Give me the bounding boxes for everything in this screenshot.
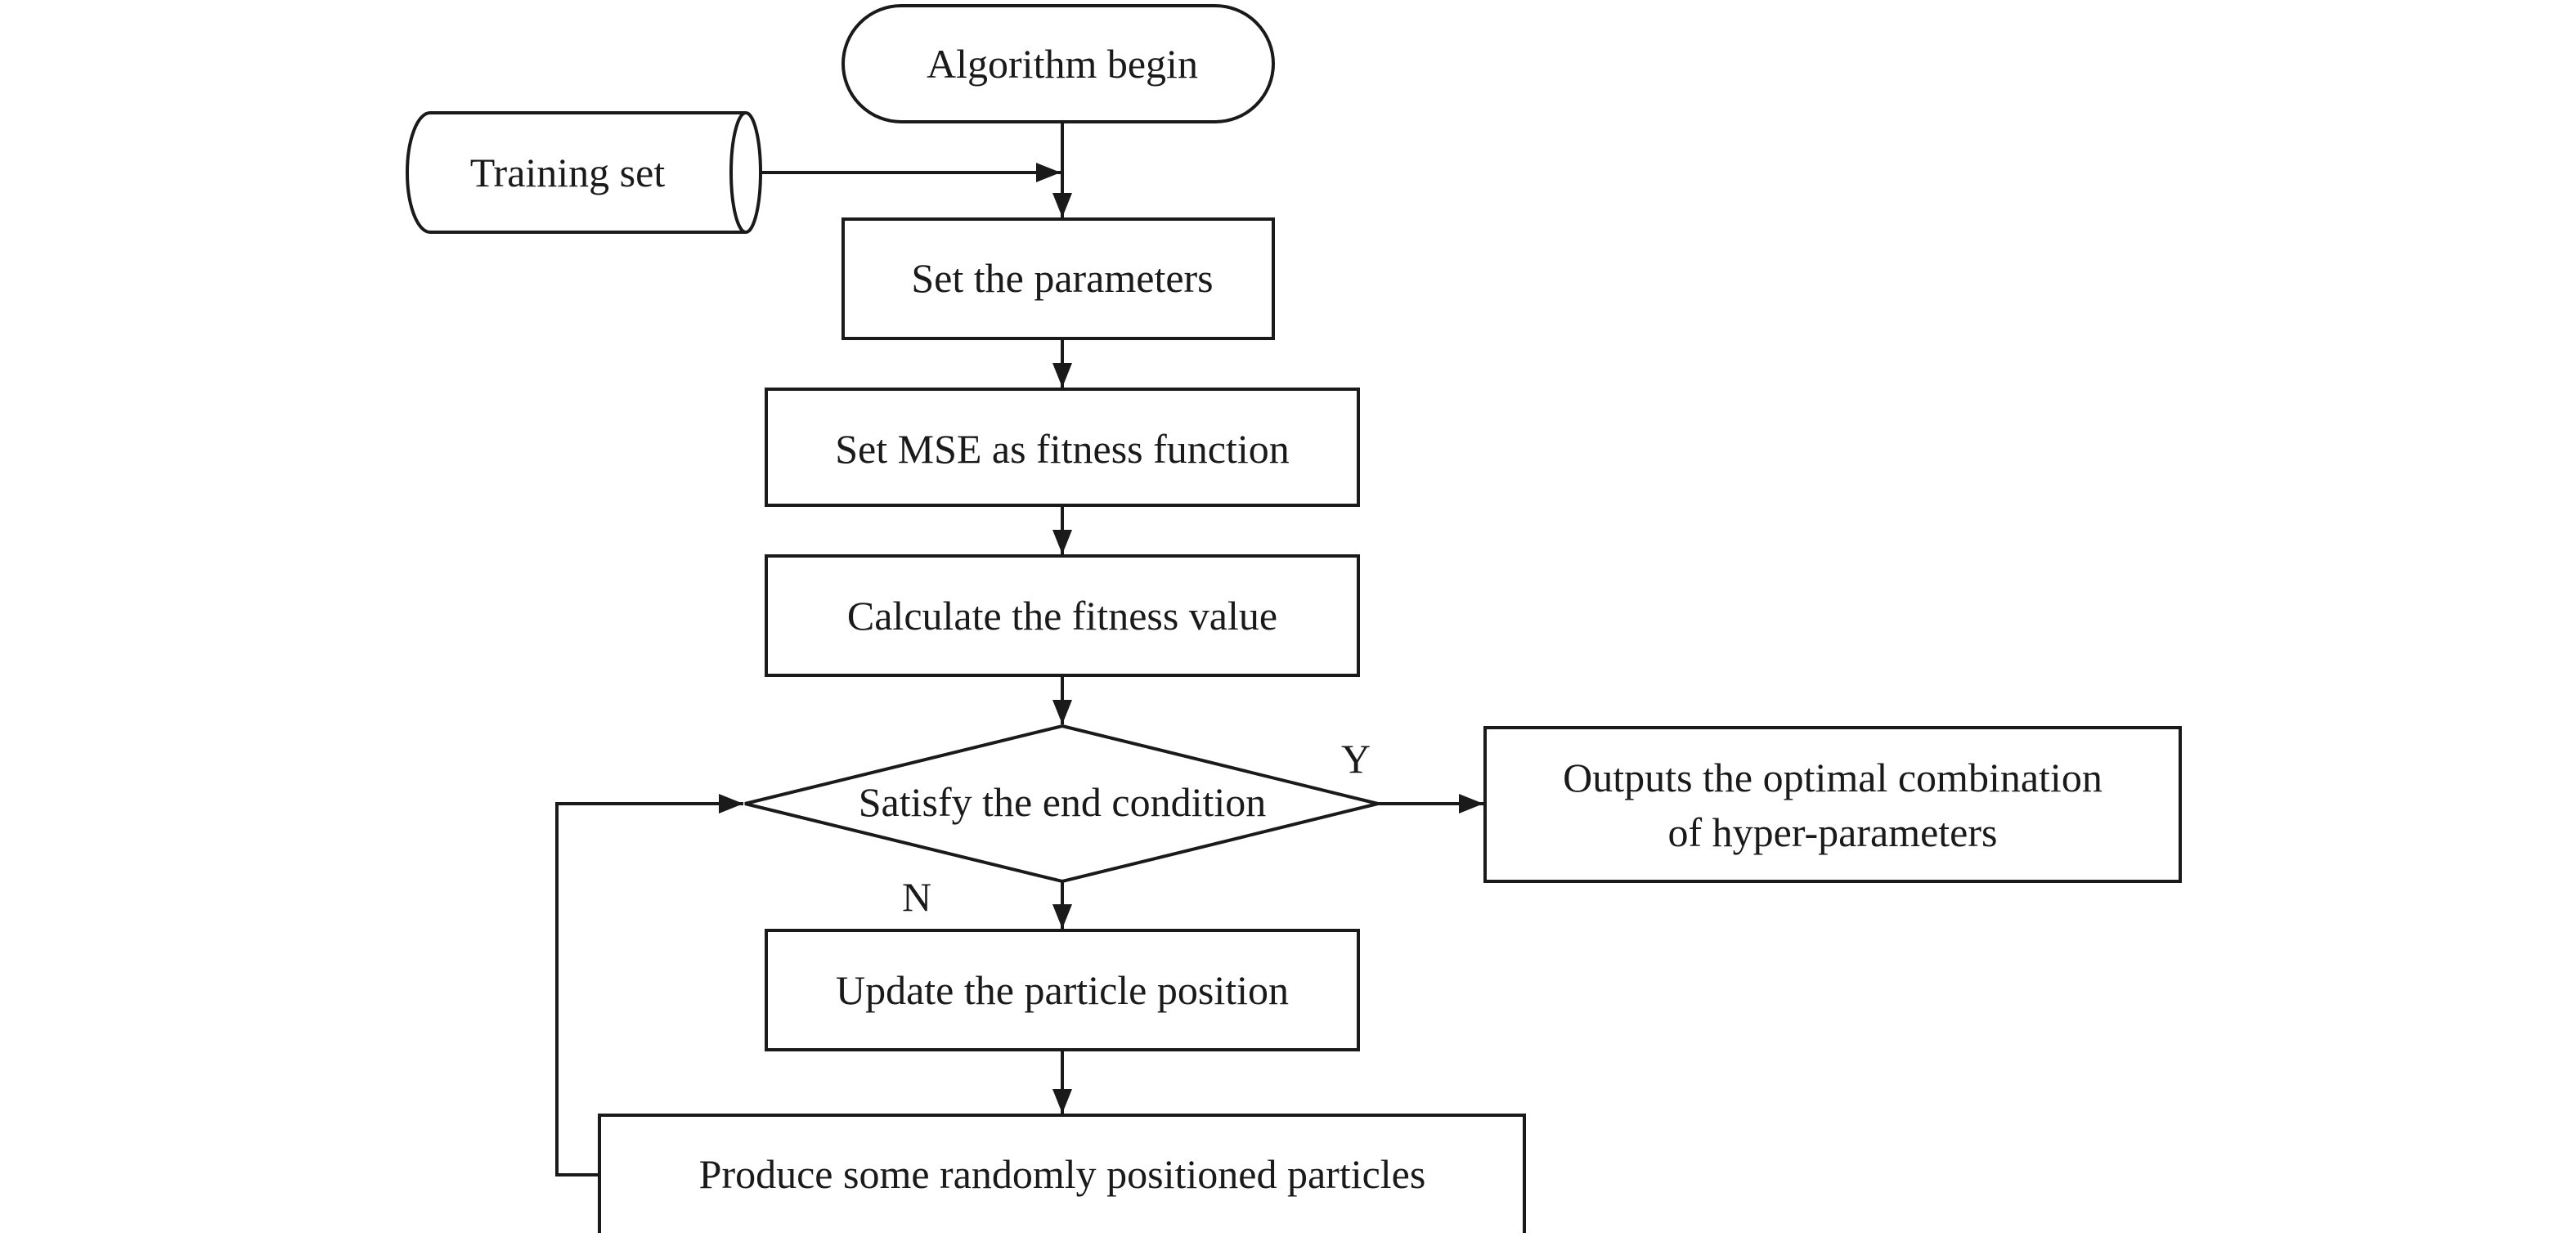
output-node <box>1483 726 2182 883</box>
edge-loop-back <box>555 794 743 1176</box>
calc-fitness-label: Calculate the fitness value <box>847 593 1277 639</box>
update-position-label: Update the particle position <box>836 967 1289 1013</box>
set-parameters-label: Set the parameters <box>911 255 1213 301</box>
decision-label: Satisfy the end condition <box>859 779 1267 825</box>
no-label: N <box>902 874 931 920</box>
set-mse-label: Set MSE as fitness function <box>835 426 1290 472</box>
training-set-node <box>406 111 762 234</box>
start-label: Algorithm begin <box>927 41 1198 87</box>
set-parameters-node <box>841 217 1275 340</box>
output-label-line1: Outputs the optimal combination <box>1563 755 2103 800</box>
start-node <box>841 4 1275 123</box>
produce-particles-label: Produce some randomly positioned particl… <box>699 1151 1426 1197</box>
output-label-line2: of hyper-parameters <box>1668 809 1998 855</box>
training-set-label: Training set <box>470 150 666 195</box>
yes-label: Y <box>1341 736 1371 782</box>
